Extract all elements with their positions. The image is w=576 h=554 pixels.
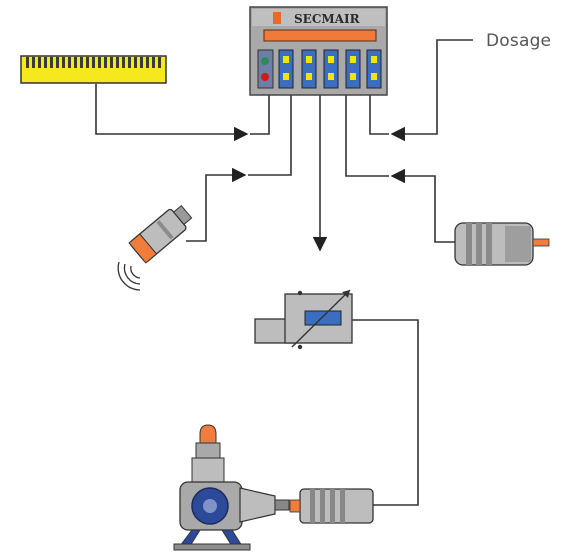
level-sensor-strip-icon bbox=[20, 55, 167, 84]
controller-logo-mark bbox=[273, 12, 281, 24]
button-column-2[interactable] bbox=[301, 49, 317, 89]
sensor-strip-teeth bbox=[26, 57, 161, 68]
sensor-strip-tooth bbox=[128, 57, 131, 68]
line-dosage-to-controller bbox=[390, 39, 473, 142]
sensor-strip-tooth bbox=[62, 57, 65, 68]
motor-icon bbox=[454, 222, 550, 266]
line-controller-left-a bbox=[250, 95, 270, 135]
sensor-strip-tooth bbox=[116, 57, 119, 68]
proportional-valve-icon bbox=[254, 289, 353, 350]
sensor-strip-tooth bbox=[140, 57, 143, 68]
sensor-strip-tooth bbox=[80, 57, 83, 68]
pump-motor-icon bbox=[289, 488, 374, 524]
sensor-strip-tooth bbox=[152, 57, 155, 68]
line-motor-to-controller bbox=[390, 168, 455, 243]
sensor-strip-tooth bbox=[68, 57, 71, 68]
button-columns bbox=[278, 49, 382, 89]
beacon-light-icon bbox=[191, 424, 225, 483]
sensor-strip-tooth bbox=[110, 57, 113, 68]
line-sensor-strip-to-controller bbox=[95, 84, 249, 142]
sensor-strip-tooth bbox=[122, 57, 125, 68]
sensor-strip-tooth bbox=[104, 57, 107, 68]
sensor-strip-tooth bbox=[56, 57, 59, 68]
controller-header bbox=[252, 9, 385, 26]
connection-lines bbox=[95, 39, 473, 506]
led-red bbox=[261, 73, 269, 81]
sensor-strip-tooth bbox=[26, 57, 29, 68]
sensor-strip-tooth bbox=[44, 57, 47, 68]
line-controller-right-a bbox=[369, 95, 389, 135]
sensor-strip-tooth bbox=[32, 57, 35, 68]
sensor-strip-tooth bbox=[146, 57, 149, 68]
proximity-sensor-icon bbox=[128, 204, 193, 264]
sensor-strip-tooth bbox=[38, 57, 41, 68]
button-column-4[interactable] bbox=[345, 49, 361, 89]
line-proximity-to-controller bbox=[186, 167, 247, 242]
pump-icon bbox=[173, 481, 290, 551]
button-column-3[interactable] bbox=[323, 49, 339, 89]
dosage-label: Dosage bbox=[486, 31, 552, 51]
button-column-1[interactable] bbox=[278, 49, 294, 89]
sensor-strip-tooth bbox=[158, 57, 161, 68]
controller-logo: SECMAIR bbox=[294, 12, 361, 26]
controller-unit: SECMAIR bbox=[249, 6, 388, 96]
sensor-strip-tooth bbox=[98, 57, 101, 68]
sensor-strip-tooth bbox=[50, 57, 53, 68]
led-green bbox=[261, 57, 269, 65]
sensor-strip-tooth bbox=[134, 57, 137, 68]
line-controller-right-b bbox=[345, 95, 389, 177]
sensor-strip-tooth bbox=[74, 57, 77, 68]
sensor-signal-waves-icon bbox=[117, 261, 141, 291]
line-valve-to-pump-motor bbox=[352, 319, 419, 506]
led-panel bbox=[257, 49, 274, 89]
button-column-5[interactable] bbox=[366, 49, 382, 89]
sensor-strip-tooth bbox=[92, 57, 95, 68]
line-controller-left-b bbox=[248, 95, 292, 176]
sensor-strip-tooth bbox=[86, 57, 89, 68]
controller-display bbox=[263, 29, 377, 42]
